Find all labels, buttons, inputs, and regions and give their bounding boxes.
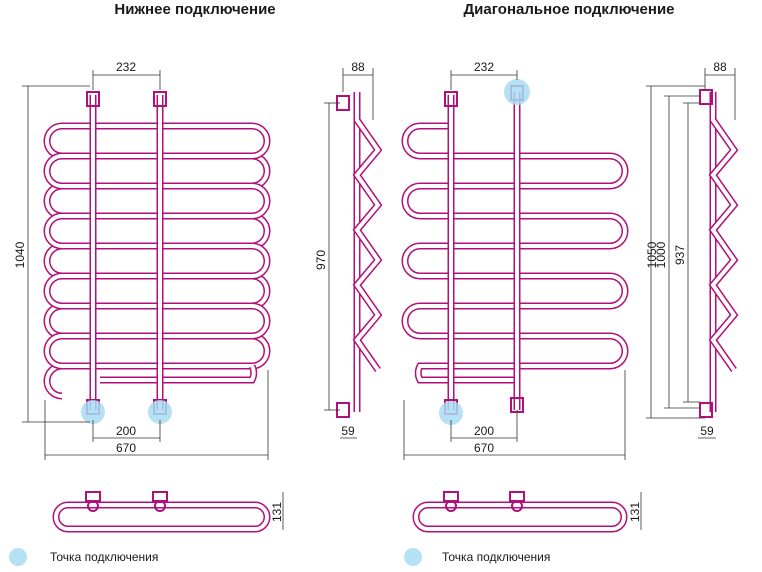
dim-top-width: 232 [116,60,136,74]
legend-label: Точка подключения [50,550,158,564]
dim-top-width: 232 [474,60,494,74]
towel-rail-front-view [43,91,271,424]
legend-marker [404,548,422,566]
connection-point-marker [81,400,105,424]
dim-plan-depth: 131 [628,502,642,522]
dim-height-c: 937 [673,245,687,265]
towel-rail-front-view [401,79,629,425]
dim-height: 1040 [13,241,27,268]
towel-rail-plan-view: 131 [52,491,284,533]
dim-side-depth: 88 [713,60,727,74]
dim-side-offset: 59 [700,424,714,438]
diagram-bottom-connection: Нижнее подключение 232 [9,1,383,566]
legend-label: Точка подключения [442,550,550,564]
towel-rail-side-view: 88 970 59 [314,60,383,439]
connection-point-marker [439,401,463,425]
connection-point-marker [504,79,530,105]
dim-side-depth: 88 [351,60,365,74]
dimension-lines: 232 1040 200 670 [13,60,269,460]
dim-plan-depth: 131 [270,502,284,522]
towel-rail-side-view: 88 1050 1000 937 59 [645,60,739,439]
dim-height-b: 1000 [654,241,668,268]
dim-total-width: 670 [116,441,136,455]
towel-rail-plan-view: 131 [412,491,642,533]
connection-point-marker [148,400,172,424]
dim-bottom-spacing: 200 [116,424,136,438]
dim-side-offset: 59 [341,424,355,438]
legend-marker [9,548,27,566]
diagram-diagonal-connection: Диагональное подключение 232 200 [401,1,739,566]
legend: Точка подключения [404,548,550,566]
dim-height-a: 1050 [645,241,659,268]
diagram-title: Нижнее подключение [114,1,275,18]
dim-side-height: 970 [314,250,328,270]
dimension-lines: 232 200 670 [403,60,626,460]
legend: Точка подключения [9,548,158,566]
diagram-title: Диагональное подключение [463,1,674,18]
dim-total-width: 670 [474,441,494,455]
dim-bottom-spacing: 200 [474,424,494,438]
